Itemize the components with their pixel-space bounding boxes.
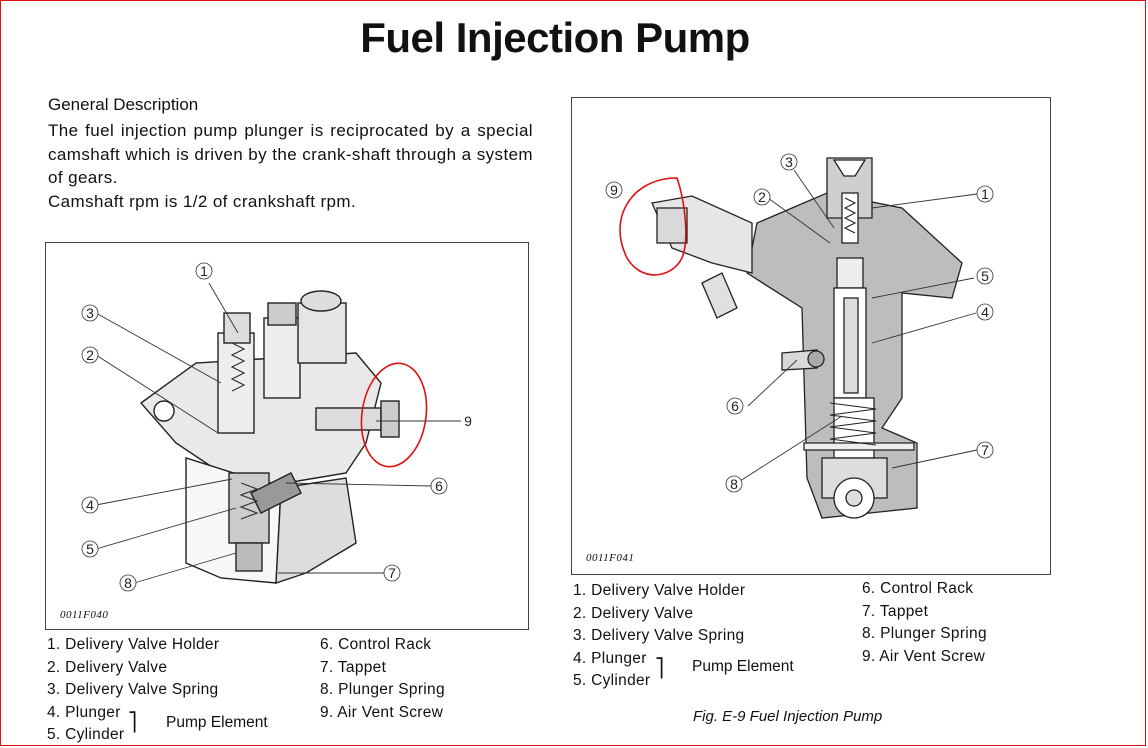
legend-item: 9. Air Vent Screw <box>862 647 986 665</box>
legend-item: 3. Delivery Valve Spring <box>47 681 219 698</box>
legend-item: 2. Delivery Valve <box>573 604 694 622</box>
legend-item: 9. Air Vent Screw <box>320 703 444 721</box>
annotation-circle <box>360 362 428 468</box>
legend-item: 1. Delivery Valve Holder <box>47 636 220 653</box>
callout-4: 4 <box>981 304 989 320</box>
annotation-circle <box>619 177 687 276</box>
legend-item: 8. Plunger Spring <box>320 681 445 698</box>
pump-element-bracket: ⎤ <box>128 712 137 732</box>
callout-9: 9 <box>464 413 472 429</box>
callout-7: 7 <box>388 565 396 581</box>
callout-1: 1 <box>200 263 208 279</box>
legend-item: 5. Cylinder <box>47 726 125 743</box>
legend-item: 7. Tappet <box>862 602 929 620</box>
description-paragraph-2: Camshaft rpm is 1/2 of crankshaft rpm. <box>48 191 357 211</box>
description-paragraph-1: The fuel injection pump plunger is recip… <box>48 121 533 187</box>
callout-9: 9 <box>610 182 618 198</box>
callout-5: 5 <box>981 268 989 284</box>
callout-3: 3 <box>86 305 94 321</box>
callout-2: 2 <box>86 347 94 363</box>
pump-element-label: Pump Element <box>166 714 268 731</box>
legend-item: 4. Plunger <box>47 703 121 721</box>
figure-code: 0011F041 <box>586 552 635 564</box>
figure-code: 0011F040 <box>60 609 109 621</box>
legend-item: 6. Control Rack <box>320 636 432 653</box>
pump-element-bracket: ⎤ <box>655 658 664 678</box>
callout-4: 4 <box>86 497 94 513</box>
cutaway-drawing: 1 2 3 4 5 6 7 8 9 <box>81 262 472 592</box>
legend-item: 7. Tappet <box>320 658 387 676</box>
legend-item: 8. Plunger Spring <box>862 625 987 642</box>
section-heading: General Description <box>48 95 199 114</box>
legend-left-col2: 6. Control Rack 7. Tappet 8. Plunger Spr… <box>320 634 445 724</box>
callout-6: 6 <box>731 398 739 414</box>
callout-6: 6 <box>435 478 443 494</box>
callout-2: 2 <box>758 189 766 205</box>
figure-cutaway: 1 2 3 4 5 6 7 8 9 0011F040 <box>45 242 529 630</box>
legend-item: 3. Delivery Valve Spring <box>573 627 745 644</box>
figure-caption: Fig. E-9 Fuel Injection Pump <box>693 708 883 725</box>
legend-left-col1: 1. Delivery Valve Holder 2. Delivery Val… <box>47 634 219 747</box>
pump-element-label: Pump Element <box>692 658 794 675</box>
figure-section: 3 2 1 9 5 4 6 7 8 0011F041 <box>571 97 1051 575</box>
legend-item: 4. Plunger <box>573 649 647 667</box>
callout-5: 5 <box>86 541 94 557</box>
callout-1: 1 <box>981 186 989 202</box>
legend-item: 6. Control Rack <box>862 580 974 597</box>
legend-item: 5. Cylinder <box>573 672 651 689</box>
callout-8: 8 <box>730 476 738 492</box>
callout-3: 3 <box>785 154 793 170</box>
legend-item: 1. Delivery Valve Holder <box>573 582 746 599</box>
description-text: The fuel injection pump plunger is recip… <box>48 119 533 213</box>
callout-7: 7 <box>981 442 989 458</box>
section-drawing: 3 2 1 9 5 4 6 7 8 <box>605 153 994 519</box>
page-title: Fuel Injection Pump <box>360 14 750 61</box>
legend-right-col1: 1. Delivery Valve Holder 2. Delivery Val… <box>573 580 745 693</box>
legend-item: 2. Delivery Valve <box>47 658 168 676</box>
legend-right-col2: 6. Control Rack 7. Tappet 8. Plunger Spr… <box>862 578 987 668</box>
callout-8: 8 <box>124 575 132 591</box>
